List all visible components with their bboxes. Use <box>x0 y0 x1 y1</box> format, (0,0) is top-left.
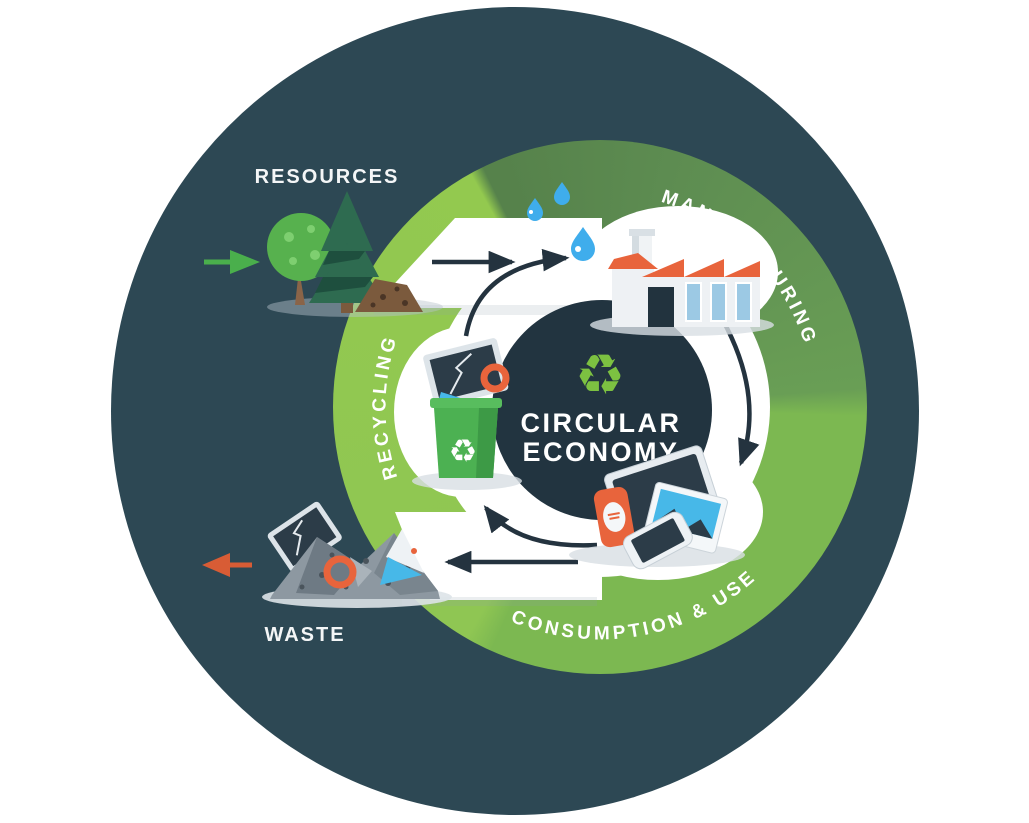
discarded-monitor-icon <box>267 501 342 572</box>
recycle-icon: ♻ <box>575 343 625 408</box>
devices-icon <box>569 445 745 570</box>
waste-pile-icon <box>262 501 452 608</box>
natural-resources-icon <box>267 182 595 317</box>
label-resources: RESOURCES <box>255 166 400 188</box>
arrow-consumption-to-recycling <box>483 505 598 548</box>
resources-in-arrow-icon <box>204 250 260 274</box>
arrow-recycling-to-manufacturing <box>463 248 570 337</box>
band-shadow <box>374 305 589 315</box>
water-drops-icon <box>527 182 595 261</box>
waste-out-arrow-icon <box>202 553 252 577</box>
band-shadow <box>402 597 597 606</box>
bin-recycle-icon: ♻ <box>449 432 478 470</box>
label-waste: WASTE <box>264 624 345 646</box>
recycling-bin-icon: ♻ <box>412 338 522 490</box>
factory-icon <box>590 229 774 336</box>
center-title-line1: CIRCULAR <box>521 408 682 438</box>
